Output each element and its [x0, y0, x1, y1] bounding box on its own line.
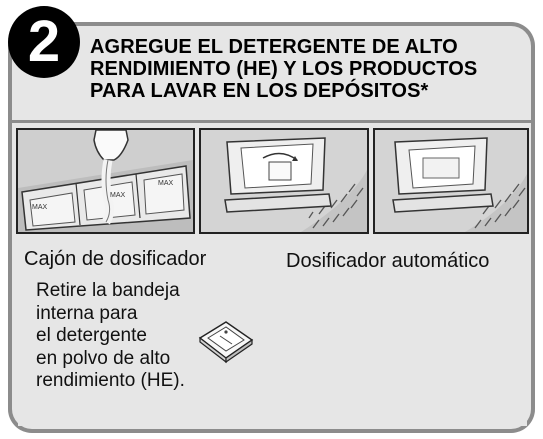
step-title-line: RENDIMIENTO (HE) Y LOS PRODUCTOS: [90, 58, 478, 80]
tray-instructions: Retire la bandeja interna para el deterg…: [36, 280, 185, 393]
drawer-mark-max: MAX: [32, 204, 48, 211]
instruction-line: Retire la bandeja: [36, 280, 180, 301]
automatic-dispenser-label: Dosificador automático: [286, 250, 490, 272]
step-title-line: PARA LAVAR EN LOS DEPÓSITOS*: [90, 80, 429, 102]
automatic-dispenser-open-photo: [199, 128, 369, 234]
instruction-line: interna para: [36, 302, 138, 324]
step-card-inner: [18, 236, 527, 426]
drawer-mark-max: MAX: [110, 192, 126, 199]
automatic-dispenser-closed-photo: [373, 128, 529, 234]
instruction-line: el detergente: [36, 325, 147, 346]
drawer-dispenser-label: Cajón de dosificador: [24, 248, 207, 270]
instruction-line: rendimiento (HE).: [36, 370, 185, 391]
step-number-badge: 2: [8, 6, 80, 78]
detergent-drawer-pouring-photo: MAX MAX MAX: [16, 128, 195, 234]
drawer-mark-max: MAX: [158, 180, 174, 187]
step-title: AGREGUE EL DETERGENTE DE ALTO RENDIMIENT…: [90, 36, 530, 102]
powder-tray-icon: [196, 318, 256, 369]
step-title-line: AGREGUE EL DETERGENTE DE ALTO: [90, 36, 458, 58]
divider: [8, 120, 535, 123]
instruction-line: en polvo de alto: [36, 347, 171, 369]
